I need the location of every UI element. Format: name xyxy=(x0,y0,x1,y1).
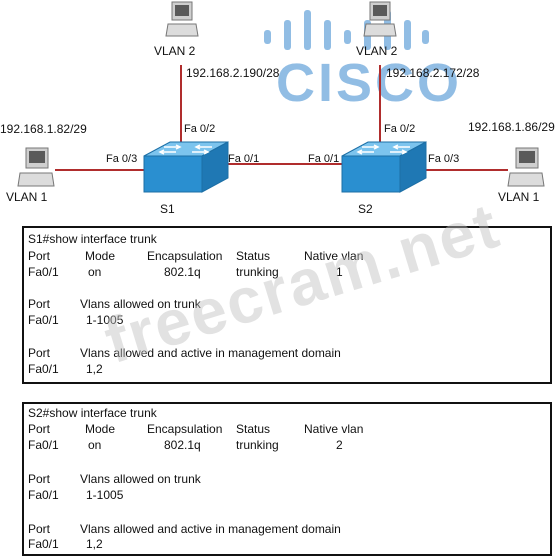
switch-icon xyxy=(143,141,229,193)
switch-icon xyxy=(341,141,427,193)
s2-port-up: Fa 0/2 xyxy=(384,123,416,135)
active-cell-vlans: 1,2 xyxy=(86,537,103,551)
command-line: S2#show interface trunk xyxy=(28,406,157,420)
pc-icon xyxy=(17,147,55,187)
pc-right-label: VLAN 1 xyxy=(498,190,540,204)
header-port: Port xyxy=(28,422,51,436)
cell-native-vlan: 2 xyxy=(336,438,343,452)
header-encapsulation: Encapsulation xyxy=(147,249,223,263)
pc-top-right-label: VLAN 2 xyxy=(356,44,398,58)
cisco-logo-text: CISCO xyxy=(276,53,463,113)
allowed-header-port: Port xyxy=(28,297,51,311)
cell-native-vlan: 1 xyxy=(336,265,343,279)
allowed-cell-vlans: 1-1005 xyxy=(86,488,124,502)
cell-encapsulation: 802.1q xyxy=(164,265,201,279)
allowed-header-vlans: Vlans allowed on trunk xyxy=(80,472,201,486)
command-line: S1#show interface trunk xyxy=(28,232,157,246)
pc-right-ip: 192.168.1.86/29 xyxy=(468,120,555,134)
active-cell-port: Fa0/1 xyxy=(28,362,59,376)
allowed-header-port: Port xyxy=(28,472,51,486)
active-header-vlans: Vlans allowed and active in management d… xyxy=(80,522,341,536)
active-cell-port: Fa0/1 xyxy=(28,537,59,551)
pc-left-ip: 192.168.1.82/29 xyxy=(0,122,87,136)
switch-s1-name: S1 xyxy=(160,202,175,216)
pc-icon xyxy=(507,147,545,187)
cell-mode: on xyxy=(88,265,102,279)
s1-port-up: Fa 0/2 xyxy=(184,123,216,135)
pc-top-right-ip: 192.168.2.172/28 xyxy=(386,66,480,80)
s2-port-right: Fa 0/3 xyxy=(428,153,460,165)
cell-status: trunking xyxy=(236,265,279,279)
allowed-header-vlans: Vlans allowed on trunk xyxy=(80,297,201,311)
active-header-vlans: Vlans allowed and active in management d… xyxy=(80,346,341,360)
cell-mode: on xyxy=(88,438,102,452)
pc-icon xyxy=(165,1,199,37)
pc-top-left-ip: 192.168.2.190/28 xyxy=(186,66,280,80)
allowed-cell-port: Fa0/1 xyxy=(28,488,59,502)
header-native-vlan: Native vlan xyxy=(304,249,364,263)
header-encapsulation: Encapsulation xyxy=(147,422,223,436)
s1-port-right: Fa 0/1 xyxy=(228,153,260,165)
network-diagram: CISCO VLAN 2 VLAN 2 VLAN 1 VLAN 1 192.1 xyxy=(0,0,558,225)
pc-left-label: VLAN 1 xyxy=(6,190,48,204)
header-mode: Mode xyxy=(85,422,116,436)
active-header-port: Port xyxy=(28,522,51,536)
cell-status: trunking xyxy=(236,438,279,452)
header-native-vlan: Native vlan xyxy=(304,422,364,436)
active-header-port: Port xyxy=(28,346,51,360)
allowed-cell-vlans: 1-1005 xyxy=(86,313,124,327)
header-port: Port xyxy=(28,249,51,263)
cell-port: Fa0/1 xyxy=(28,265,59,279)
pc-icon xyxy=(363,1,397,37)
link-lines xyxy=(55,65,508,171)
s1-port-left: Fa 0/3 xyxy=(106,153,138,165)
cell-port: Fa0/1 xyxy=(28,438,59,452)
s2-trunk-output: S2#show interface trunk Port Mode Encaps… xyxy=(22,402,552,556)
header-status: Status xyxy=(236,422,271,436)
header-mode: Mode xyxy=(85,249,116,263)
active-cell-vlans: 1,2 xyxy=(86,362,103,376)
header-status: Status xyxy=(236,249,271,263)
s1-trunk-output: S1#show interface trunk Port Mode Encaps… xyxy=(22,226,552,384)
allowed-cell-port: Fa0/1 xyxy=(28,313,59,327)
switch-s2-name: S2 xyxy=(358,202,373,216)
s2-port-left: Fa 0/1 xyxy=(308,153,340,165)
cell-encapsulation: 802.1q xyxy=(164,438,201,452)
pc-top-left-label: VLAN 2 xyxy=(154,44,196,58)
